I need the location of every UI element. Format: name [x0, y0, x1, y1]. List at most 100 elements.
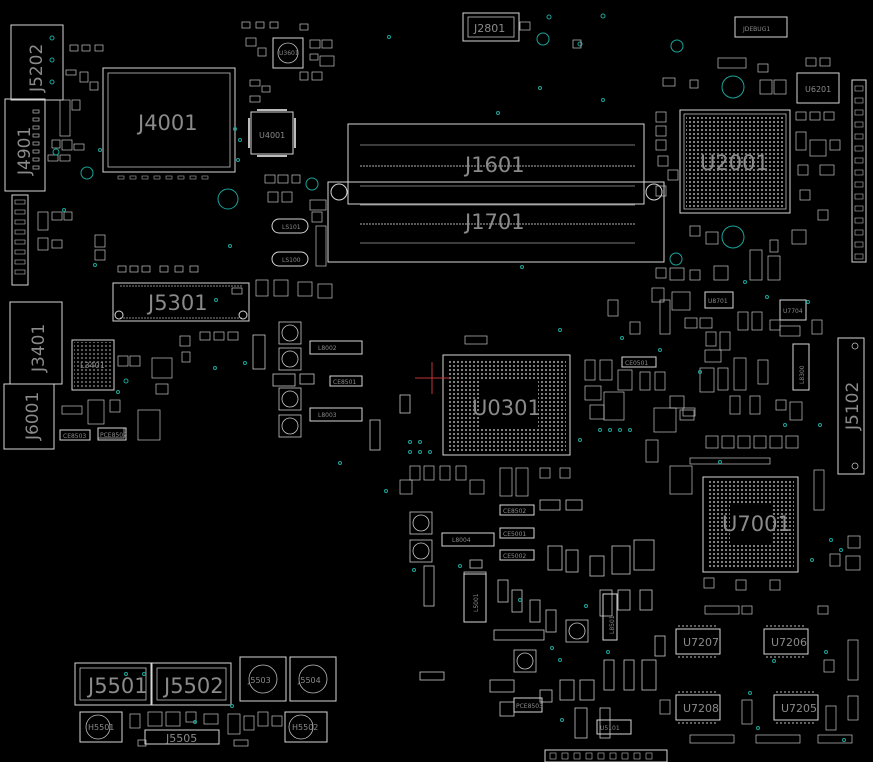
connector-jdebug1[interactable]: JDEBUG1 — [734, 16, 788, 38]
chip-u5101[interactable]: U5101 — [596, 719, 632, 735]
vias-memory — [305, 111, 745, 269]
label-u8701: U8701 — [708, 298, 728, 305]
label-j4001: J4001 — [136, 111, 198, 135]
connector-j1601[interactable]: J1601 — [347, 123, 645, 205]
label-u7205: U7205 — [781, 702, 817, 715]
label-u7208: U7208 — [683, 702, 719, 715]
label-ce5002: CE5002 — [503, 553, 526, 560]
passives-u7001-area — [703, 535, 861, 591]
connector-j5505[interactable]: J5505 — [144, 729, 220, 745]
connector-j6001[interactable]: J6001 — [3, 383, 55, 450]
part-pce8502[interactable]: PCE8502 — [97, 427, 127, 441]
passives-cpu-area — [399, 299, 696, 497]
vias-u7001-area — [772, 538, 843, 663]
connector-j5501[interactable]: J5501 — [74, 662, 152, 706]
power-stage-mid — [252, 321, 411, 451]
chip-u3601[interactable]: U3601 — [272, 37, 304, 69]
connector-j5503[interactable]: J5503 — [239, 656, 287, 702]
chip-u7207[interactable]: U7207 — [675, 625, 721, 658]
connector-j1701[interactable]: J1701 — [327, 181, 665, 263]
inductor-l8300[interactable]: L8300 — [792, 343, 810, 391]
label-h5502: H5502 — [292, 723, 318, 732]
chip-u7704[interactable]: U7704 — [779, 299, 807, 321]
vias-right-mid — [658, 280, 822, 464]
inductor-l8004[interactable]: L8004 — [441, 532, 495, 547]
connector-j5202[interactable]: J5202 — [10, 24, 64, 101]
connector-j2801[interactable]: J2801 — [462, 12, 520, 42]
part-pce8503[interactable]: PCE8503 — [513, 697, 543, 713]
connector-j3401[interactable]: J3401 — [9, 301, 63, 385]
label-u2001: U2001 — [700, 151, 769, 175]
chip-u7208[interactable]: U7208 — [675, 691, 721, 724]
label-ce0501: CE0501 — [625, 360, 648, 367]
part-ce8502[interactable]: CE8502 — [499, 504, 535, 516]
chip-u8701[interactable]: U8701 — [704, 291, 734, 309]
inductor-l8002[interactable]: L8002 — [309, 340, 363, 355]
inductor-l3401[interactable]: L3401 — [71, 339, 115, 391]
label-j5504: J5504 — [297, 676, 321, 685]
label-h5501: H5501 — [88, 723, 114, 732]
connector-j4001[interactable]: J4001 — [102, 67, 236, 180]
passives-ls100 — [255, 199, 333, 299]
label-j5501: J5501 — [86, 674, 148, 698]
chip-u7205[interactable]: U7205 — [773, 691, 819, 724]
label-ls100: LS100 — [282, 257, 301, 264]
chip-u2001[interactable]: U2001 — [679, 109, 791, 214]
inductor-ls101[interactable]: LS101 — [271, 218, 309, 234]
label-l8004: L8004 — [452, 537, 471, 544]
hole-h5502[interactable]: H5502 — [284, 711, 328, 743]
label-j5102: J5102 — [843, 382, 863, 431]
power-stage-lower — [409, 499, 666, 739]
inductor-l8501[interactable]: L8501 — [602, 593, 618, 641]
vias-lower-center — [412, 564, 610, 722]
connector-j5504[interactable]: J5504 — [289, 656, 337, 702]
part-ce5001[interactable]: CE5001 — [499, 527, 535, 539]
label-u7207: U7207 — [683, 636, 719, 649]
label-l5001: L5001 — [473, 593, 480, 612]
label-pce8503: PCE8503 — [516, 703, 543, 710]
label-u0301: U0301 — [472, 396, 541, 420]
chip-u7206[interactable]: U7206 — [763, 625, 809, 658]
vias-upper-left — [52, 127, 242, 267]
label-j5202: J5202 — [27, 44, 47, 93]
label-ls101: LS101 — [282, 224, 301, 231]
passives-bottom-right — [659, 605, 859, 744]
chip-u6201[interactable]: U6201 — [796, 72, 840, 104]
vias-cpu-area — [338, 328, 632, 493]
chip-u7001[interactable]: U7001 — [702, 476, 799, 573]
connector-bottom-edge[interactable] — [544, 749, 668, 762]
chip-u4001[interactable]: U4001 — [248, 109, 296, 157]
label-l8003: L8003 — [318, 412, 337, 419]
label-j1701: J1701 — [463, 210, 525, 234]
label-j2801: J2801 — [473, 22, 505, 35]
vias-top — [387, 13, 745, 102]
connector-right-vertical[interactable] — [851, 79, 867, 263]
inductor-l8003[interactable]: L8003 — [309, 407, 363, 422]
part-ce5002[interactable]: CE5002 — [499, 549, 535, 561]
label-u5101: U5101 — [600, 725, 620, 732]
label-l8002: L8002 — [318, 345, 337, 352]
connector-j4901[interactable]: J4901 — [4, 98, 46, 192]
label-u7001: U7001 — [722, 512, 791, 536]
connector-j5102[interactable]: J5102 — [837, 337, 865, 475]
chip-u0301[interactable]: U0301 — [442, 354, 571, 456]
label-ce8501: CE8501 — [333, 379, 356, 386]
inductor-ls100[interactable]: LS100 — [271, 251, 309, 267]
connector-left-strip[interactable] — [11, 194, 29, 286]
part-ce0501[interactable]: CE0501 — [621, 356, 657, 368]
inductor-l5001[interactable]: L5001 — [463, 573, 487, 623]
label-ce5001: CE5001 — [503, 531, 526, 538]
hole-h5501[interactable]: H5501 — [79, 711, 123, 743]
part-ce8501[interactable]: CE8501 — [329, 375, 363, 387]
connector-j5502[interactable]: J5502 — [151, 662, 232, 706]
connector-j5301[interactable]: J5301 — [112, 282, 250, 322]
label-j6001: J6001 — [23, 392, 43, 441]
part-ce8503[interactable]: CE8503 — [59, 429, 91, 441]
label-u7206: U7206 — [771, 636, 807, 649]
label-u7704: U7704 — [783, 308, 803, 315]
passives-u2001-area — [655, 111, 841, 281]
passives-right-mid — [651, 265, 825, 511]
vias-left-mid — [116, 298, 247, 394]
cursor-crosshair — [415, 362, 450, 394]
